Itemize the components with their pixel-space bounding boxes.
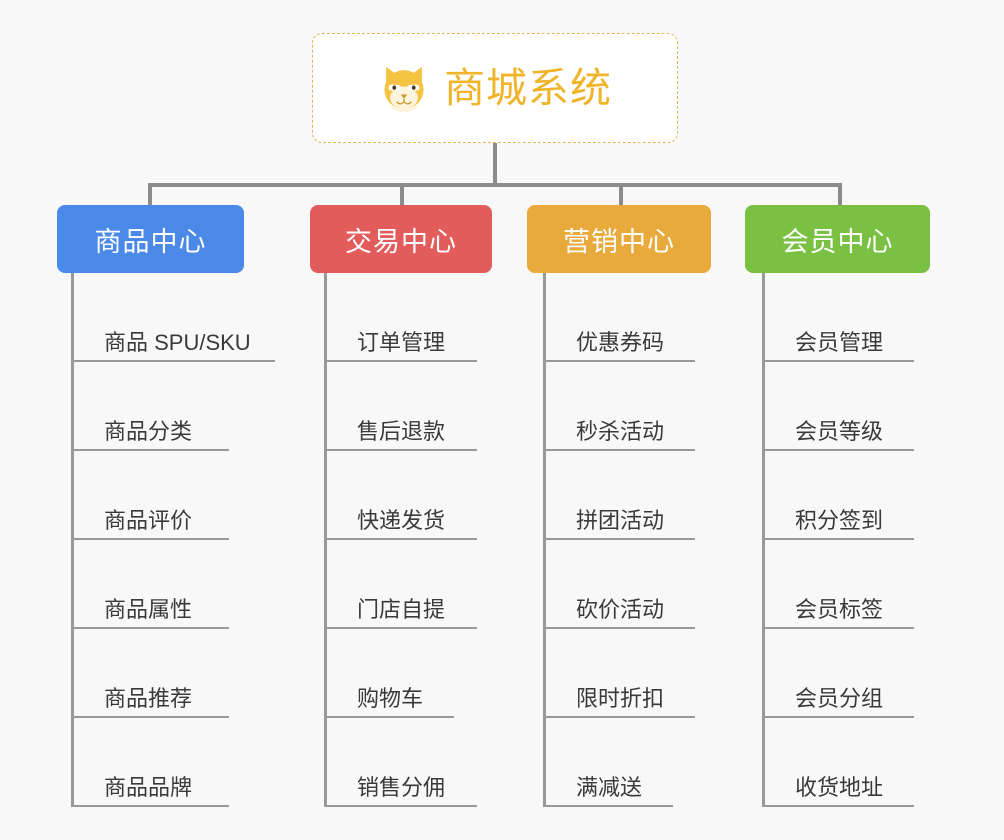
category-box-1[interactable]: 商品中心 [57,205,244,273]
leaf-item[interactable]: 订单管理 [324,273,477,362]
leaf-item[interactable]: 秒杀活动 [543,362,695,451]
leaf-item[interactable]: 商品推荐 [71,629,229,718]
category-label: 交易中心 [345,226,457,257]
leaf-item[interactable]: 售后退款 [324,362,477,451]
leaf-item[interactable]: 会员管理 [762,273,914,362]
leaf-spine [71,273,74,807]
leaf-label: 会员标签 [795,596,884,622]
leaf-item[interactable]: 会员分组 [762,629,914,718]
leaf-item[interactable]: 收货地址 [762,718,914,807]
leaf-label: 限时折扣 [576,685,665,711]
leaf-item[interactable]: 商品属性 [71,540,229,629]
leaf-spine [543,273,546,807]
leaf-label: 会员分组 [795,685,884,711]
leaf-item[interactable]: 销售分佣 [324,718,477,807]
leaf-item[interactable]: 积分签到 [762,451,914,540]
category-label: 商品中心 [94,226,207,257]
leaf-label: 秒杀活动 [576,418,665,444]
leaf-item[interactable]: 优惠券码 [543,273,695,362]
leaf-item[interactable]: 拼团活动 [543,451,695,540]
leaf-item[interactable]: 会员等级 [762,362,914,451]
leaf-label: 销售分佣 [357,774,446,800]
leaf-item[interactable]: 砍价活动 [543,540,695,629]
connector-drop-4 [838,183,842,207]
leaf-label: 门店自提 [357,596,446,622]
leaf-item[interactable]: 商品评价 [71,451,229,540]
leaf-label: 拼团活动 [576,507,665,533]
root-node[interactable]: 商城系统 [312,33,678,143]
leaf-label: 快递发货 [357,507,446,533]
leaf-spine [324,273,327,807]
connector-root-stem [493,143,497,185]
leaf-label: 积分签到 [795,507,884,533]
connector-drop-2 [400,183,404,207]
root-title: 商城系统 [444,64,612,111]
leaf-item[interactable]: 限时折扣 [543,629,695,718]
leaf-item[interactable]: 商品 SPU/SKU [71,273,275,362]
leaf-label: 会员管理 [795,329,884,355]
leaf-item[interactable]: 满减送 [543,718,673,807]
leaf-label: 会员等级 [795,418,884,444]
leaf-label: 售后退款 [357,418,446,444]
leaf-item[interactable]: 快递发货 [324,451,477,540]
leaf-label: 收货地址 [795,774,884,800]
category-label: 营销中心 [563,226,675,257]
category-label: 会员中心 [781,226,894,257]
leaf-item[interactable]: 会员标签 [762,540,914,629]
shiba-dog-face-icon [384,66,424,113]
leaf-label: 满减送 [576,774,643,800]
leaf-label: 商品推荐 [104,685,193,711]
connector-drop-3 [619,183,623,207]
leaf-label: 购物车 [357,685,424,711]
leaf-label: 商品品牌 [104,774,193,800]
leaf-label: 商品评价 [104,507,193,533]
leaf-label: 砍价活动 [576,596,665,622]
leaf-item[interactable]: 门店自提 [324,540,477,629]
category-box-4[interactable]: 会员中心 [745,205,930,273]
leaf-label: 优惠券码 [576,329,665,355]
connector-horizontal-bus [148,183,842,187]
category-box-2[interactable]: 交易中心 [310,205,492,273]
leaf-label: 订单管理 [357,329,446,355]
leaf-spine [762,273,765,807]
leaf-label: 商品分类 [104,418,193,444]
leaf-label: 商品 SPU/SKU [104,329,251,355]
leaf-item[interactable]: 商品分类 [71,362,229,451]
leaf-label: 商品属性 [104,596,193,622]
category-box-3[interactable]: 营销中心 [527,205,711,273]
leaf-item[interactable]: 商品品牌 [71,718,229,807]
leaf-item[interactable]: 购物车 [324,629,454,718]
connector-drop-1 [148,183,152,207]
